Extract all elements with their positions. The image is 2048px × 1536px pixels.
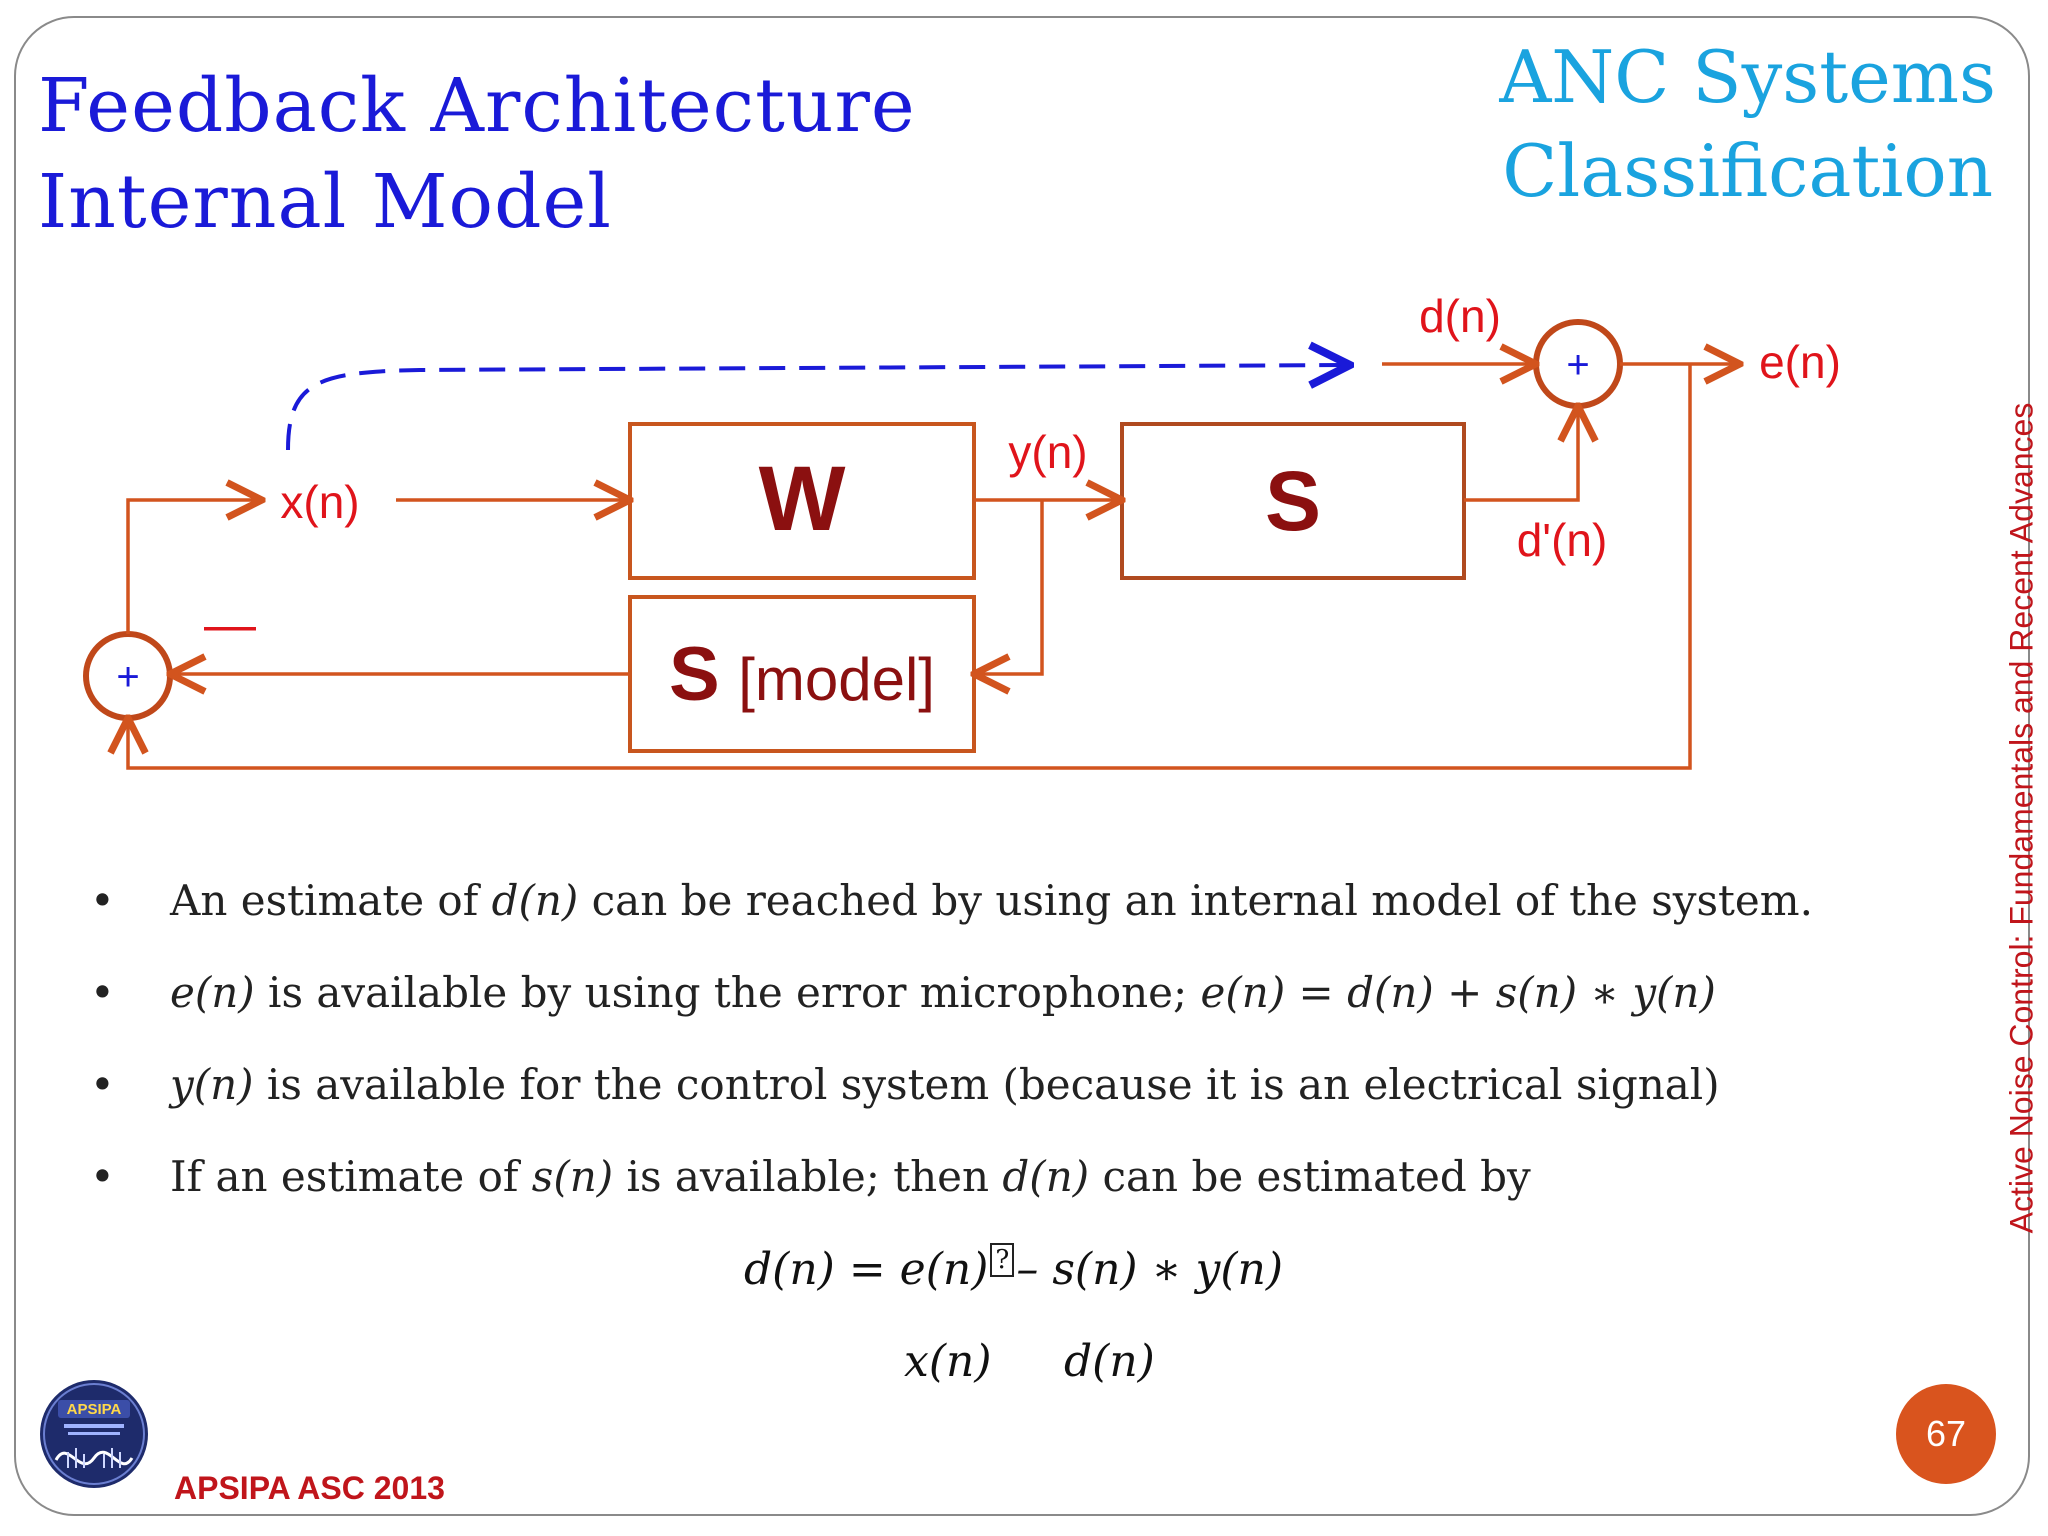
left-sum-plus: + — [116, 655, 139, 699]
section-line-1: ANC Systems — [1499, 35, 1996, 119]
bullet-4-text-pre: If an estimate of — [170, 1152, 532, 1201]
logo-text: APSIPA — [67, 1401, 122, 1418]
s-model-label: S [model] — [669, 632, 935, 717]
d-prime-label: d'(n) — [1517, 514, 1608, 566]
estimation-equation: d(n) = e(n)?– s(n) ∗ y(n) — [744, 1243, 1283, 1295]
s-model-bold: S — [669, 632, 720, 717]
y-branch — [974, 500, 1044, 674]
title-line-2: Internal Model — [38, 159, 612, 245]
w-block-label: W — [759, 448, 846, 550]
bullet-marker: • — [90, 968, 115, 1017]
bullet-marker: • — [90, 1152, 115, 1201]
minus-sign: — — [204, 596, 256, 654]
s-model-suffix: [model] — [738, 646, 935, 713]
bullet-4-math-1: s(n) — [531, 1152, 614, 1201]
equation-d-label: d(n) — [1064, 1336, 1155, 1387]
bullet-4-math-2: d(n) — [1002, 1152, 1090, 1201]
s-model-block — [628, 595, 976, 753]
section-heading: ANC Systems Classification — [1499, 30, 1996, 218]
apsipa-logo: APSIPA — [40, 1380, 148, 1488]
equation-rhs: – s(n) ∗ y(n) — [1016, 1244, 1283, 1295]
section-line-2: Classification — [1502, 129, 1994, 213]
w-block — [628, 422, 976, 580]
slide-frame — [14, 16, 2030, 1516]
bullet-2-math-1: e(n) — [170, 968, 255, 1017]
equation-missing-glyph: ? — [990, 1243, 1015, 1278]
e-label: e(n) — [1759, 336, 1841, 388]
right-sum-plus: + — [1566, 343, 1589, 387]
equation-lhs: d(n) = e(n) — [744, 1244, 989, 1295]
equation-x-label: x(n) — [904, 1336, 992, 1387]
page-number: 67 — [1925, 1413, 1967, 1454]
bullet-marker: • — [90, 1060, 115, 1109]
s-block-label: S — [1265, 454, 1321, 548]
bullet-marker: • — [90, 876, 115, 925]
bullet-3-math: y(n) — [170, 1060, 254, 1109]
bullet-2-math-2: e(n) = d(n) + s(n) ∗ y(n) — [1200, 968, 1716, 1017]
footer-conference: APSIPA ASC 2013 — [174, 1470, 445, 1506]
d-label: d(n) — [1419, 290, 1501, 342]
bullet-4-text-mid: is available; then — [613, 1152, 1003, 1201]
feedback-loop — [128, 364, 1692, 770]
bullet-1-text: can be reached by using an internal mode… — [578, 876, 1813, 925]
dashed-reference-path — [286, 365, 1350, 451]
bullet-3-text: is available for the control system (bec… — [253, 1060, 1720, 1109]
bullet-2-text: is available by using the error micropho… — [254, 968, 1201, 1017]
d-prime-arrow — [1464, 406, 1578, 502]
title-line-1: Feedback Architecture — [38, 63, 916, 149]
bullet-1-math: d(n) — [491, 876, 579, 925]
slide-title: Feedback Architecture Internal Model — [38, 58, 916, 250]
bullet-1-text-pre: An estimate of — [170, 876, 492, 925]
x-arrow-1 — [126, 500, 262, 634]
page-number-badge: 67 — [1896, 1384, 1996, 1484]
x-label: x(n) — [280, 476, 359, 528]
bullet-4-text-post: can be estimated by — [1089, 1152, 1531, 1201]
y-label: y(n) — [1008, 426, 1087, 478]
